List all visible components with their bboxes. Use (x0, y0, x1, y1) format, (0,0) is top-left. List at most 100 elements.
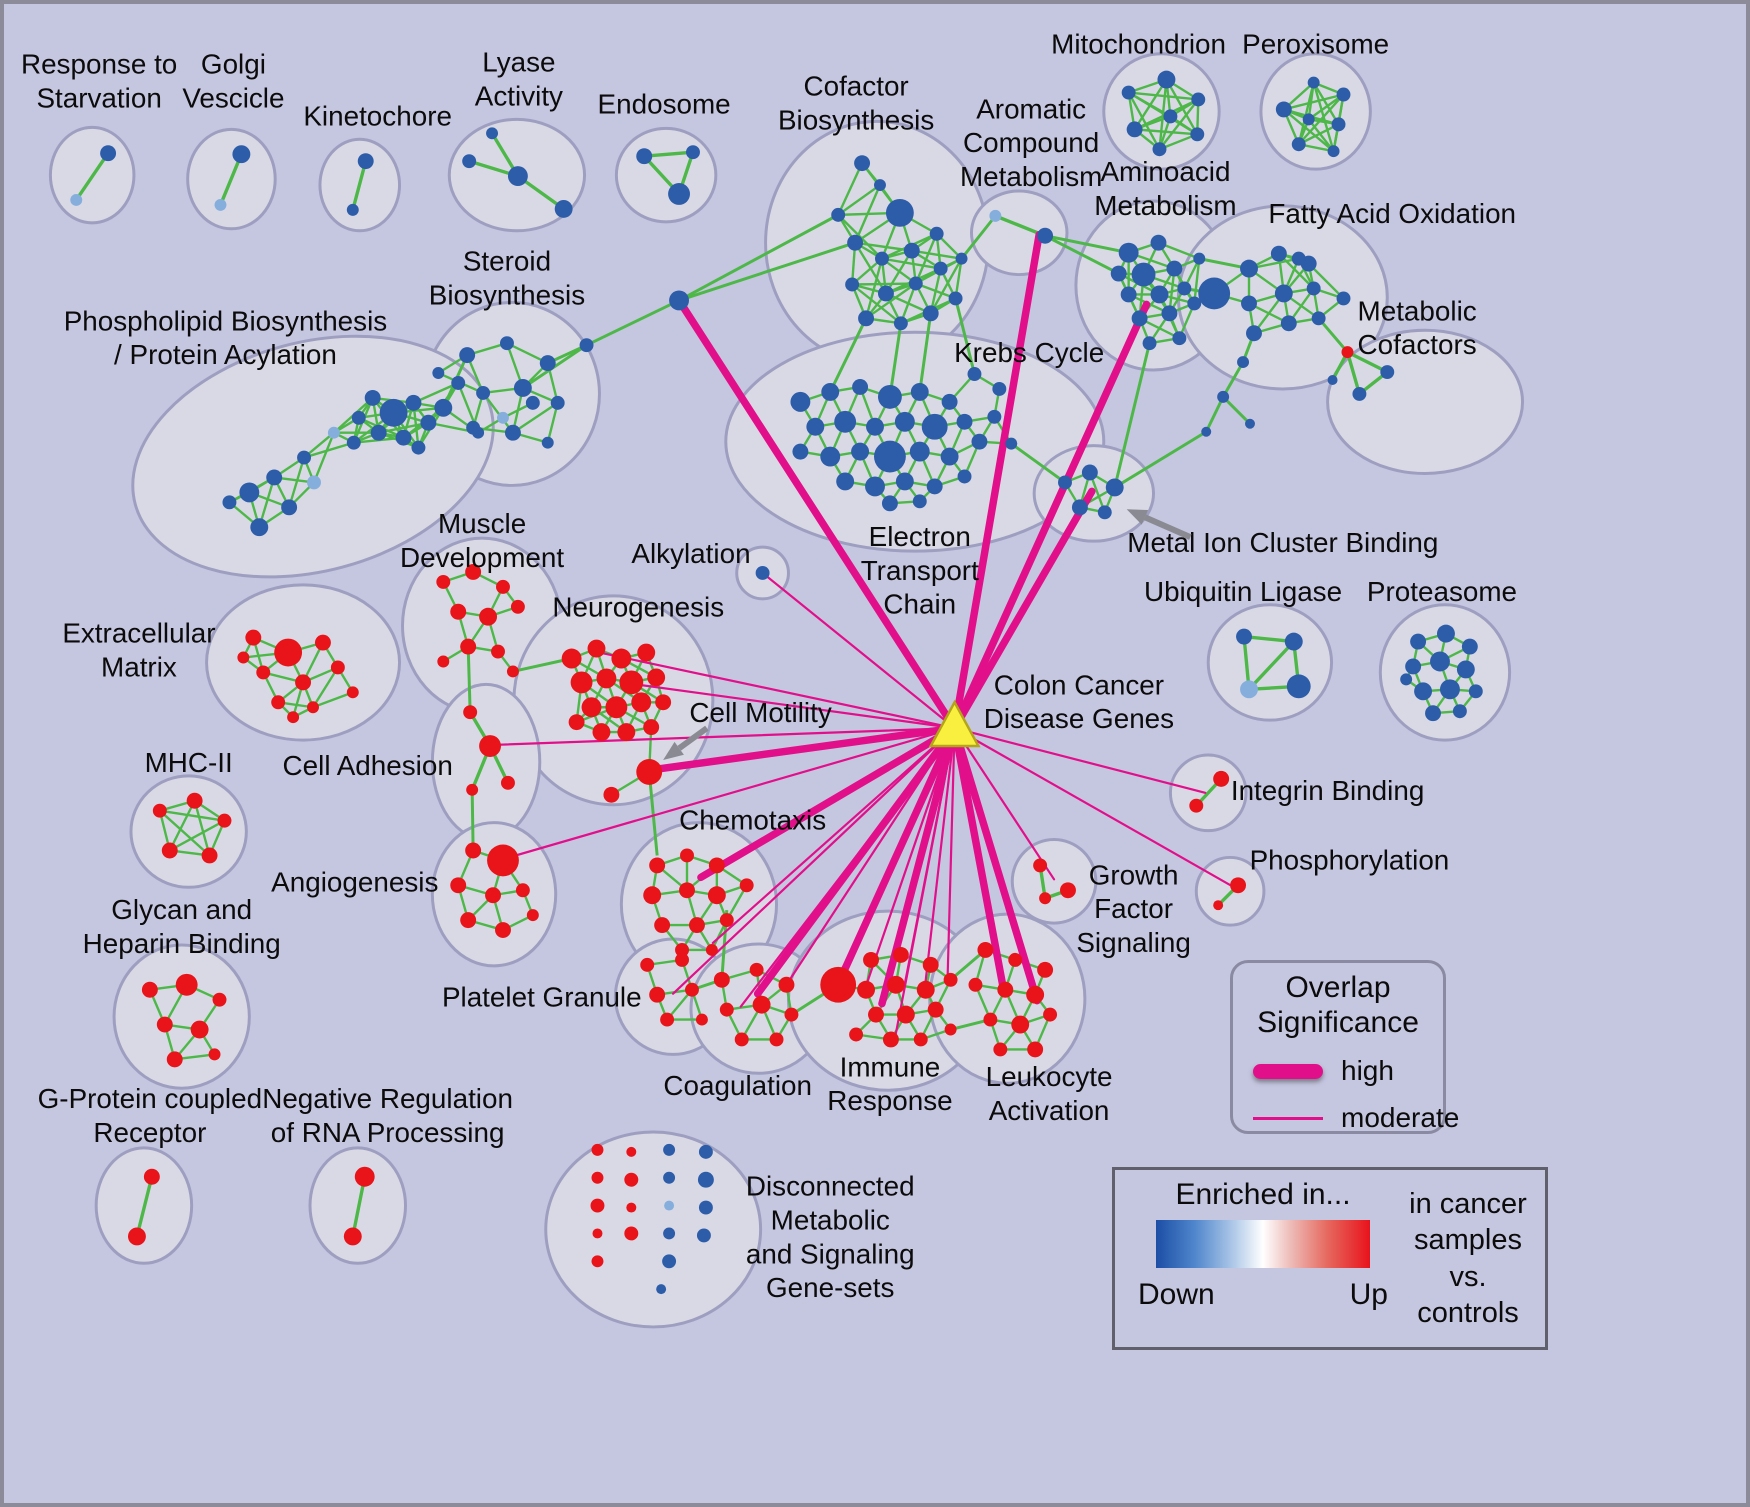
disease-genes-hub-triangle (928, 699, 981, 748)
gene-set-node (232, 145, 251, 164)
overlap-edge-high (675, 296, 959, 732)
gene-set-node (675, 952, 689, 967)
co-membership-edge (159, 809, 225, 822)
gene-set-node (190, 1020, 209, 1039)
gene-set-node (943, 972, 958, 987)
gene-set-node (570, 671, 593, 694)
co-membership-edge (865, 282, 917, 320)
gene-set-node (1456, 660, 1475, 679)
label-phospholipid-biosynthesis: Phospholipid Biosynthesis/ Protein Acyla… (64, 305, 387, 370)
annotation-arrow-line (1143, 514, 1192, 540)
gene-set-node (1405, 658, 1422, 675)
gene-set-node (1341, 346, 1354, 359)
layer-nodes (70, 70, 1483, 1295)
gene-set-node (266, 469, 283, 486)
co-membership-edge (1307, 118, 1335, 152)
co-membership-edge (881, 257, 941, 270)
co-membership-edge (311, 666, 339, 708)
gene-set-node (1027, 1041, 1044, 1058)
gene-set-node (713, 971, 730, 988)
gene-set-node (624, 1226, 639, 1241)
annotation-arrowhead (663, 741, 684, 760)
gene-set-node (865, 476, 885, 497)
gene-set-node (1240, 680, 1258, 699)
cluster-ellipse-peroxisome (1259, 52, 1372, 171)
inter-cluster-edge (888, 323, 903, 398)
co-membership-edge (74, 152, 110, 201)
co-membership-edge (512, 401, 559, 434)
gene-set-node (1198, 277, 1231, 310)
co-membership-edge (1128, 91, 1199, 101)
co-membership-edge (837, 162, 864, 216)
gene-set-node (1274, 284, 1293, 303)
gene-set-node (591, 1143, 604, 1156)
cluster-ellipse-leukocyte-activation (928, 912, 1087, 1085)
gene-set-node (636, 758, 663, 785)
gene-set-node (1280, 315, 1297, 332)
gene-set-node (1468, 684, 1483, 699)
overlap-edge-moderate (620, 681, 956, 730)
gene-set-node (603, 786, 620, 803)
label-peroxisome: Peroxisome (1242, 29, 1389, 60)
cluster-ellipse-growth-factor-signaling (1010, 838, 1098, 925)
gene-set-node (1461, 638, 1478, 655)
label-fatty-acid-oxidation: Fatty Acid Oxidation (1268, 198, 1516, 229)
gene-set-node (847, 234, 864, 251)
gene-set-node (214, 198, 227, 211)
gene-set-node (886, 975, 905, 994)
cluster-ellipse-mhc-ii (129, 774, 248, 889)
legend-enriched-title: Enriched in... (1175, 1178, 1351, 1211)
gene-set-node (854, 155, 871, 172)
gene-set-node (1118, 242, 1139, 263)
gene-set-node (792, 443, 809, 460)
gene-set-node (500, 336, 514, 351)
gene-set-node (1005, 437, 1018, 450)
overlap-edge-moderate (863, 727, 956, 990)
overlap-edge-high (950, 300, 1151, 732)
gene-set-node (314, 634, 331, 651)
connector-gene-set-node (1217, 390, 1230, 403)
overlap-edge-high (697, 724, 959, 882)
inter-cluster-edge (1113, 342, 1151, 488)
gene-set-node (903, 242, 920, 259)
gene-set-node (525, 395, 540, 410)
gene-set-node (851, 442, 870, 461)
co-membership-edge (1127, 91, 1161, 150)
gene-set-node (432, 367, 445, 379)
gene-set-node (908, 276, 923, 291)
gene-set-node (1352, 386, 1367, 401)
co-membership-edge (1193, 258, 1201, 304)
gene-set-node (152, 803, 167, 818)
overlap-edge-moderate (598, 651, 956, 730)
gene-set-node (460, 638, 477, 655)
gene-set-node (405, 394, 422, 411)
gene-set-node (463, 705, 478, 720)
gene-set-node (541, 436, 554, 449)
gene-set-node (1177, 281, 1192, 296)
label-kinetochore: Kinetochore (303, 100, 452, 131)
gene-set-node (208, 1048, 221, 1061)
inter-cluster-edge (470, 789, 475, 851)
annotation-arrowhead (1126, 509, 1149, 525)
high-significance-label: high (1341, 1055, 1394, 1086)
gene-set-node (649, 857, 666, 874)
gene-set-node (719, 1002, 734, 1017)
gene-set-node (913, 1032, 928, 1047)
gene-set-node (933, 261, 948, 276)
label-phosphorylation: Phosphorylation (1250, 844, 1450, 875)
gene-set-node (450, 877, 467, 894)
connector-gene-set-node (1237, 356, 1250, 369)
gene-set-node (479, 735, 501, 757)
co-membership-edge (1283, 108, 1335, 153)
co-membership-edge (1298, 123, 1340, 146)
gene-set-node (705, 943, 718, 956)
gene-set-node (688, 917, 705, 934)
overlap-edge-moderate (739, 727, 956, 1008)
gene-set-node (591, 1171, 604, 1184)
gene-set-node (1039, 892, 1052, 905)
legend-row-high: high (1233, 1055, 1443, 1087)
gene-set-node (664, 1200, 675, 1211)
gene-set-node (1336, 87, 1351, 102)
